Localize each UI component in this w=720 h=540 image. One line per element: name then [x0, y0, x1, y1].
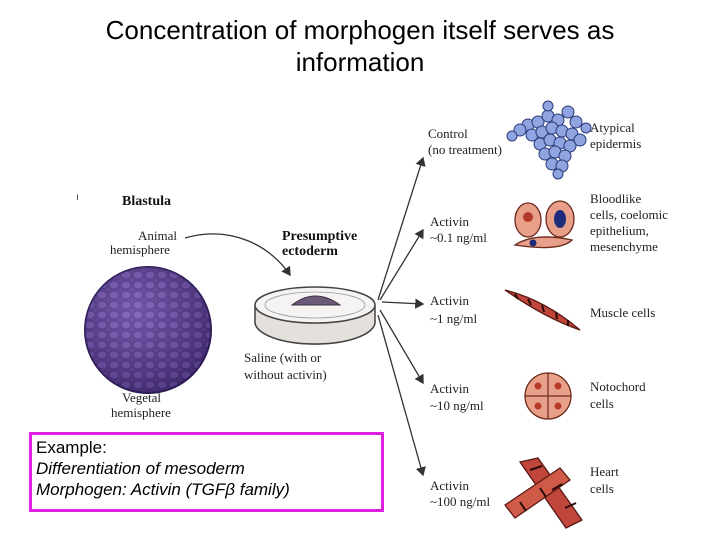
blastula-label: Blastula	[122, 194, 171, 209]
fan-arrows	[377, 156, 426, 477]
example-line-3-prefix: Morphogen: Activin (TGF	[36, 480, 226, 499]
title-line-1: Concentration of morphogen itself serves…	[105, 15, 615, 45]
blastula-sphere	[84, 266, 212, 394]
treatment-3-label-1: Activin	[430, 381, 469, 396]
animal-label-1: Animal	[138, 228, 177, 243]
outcome-1-line-4: mesenchyme	[590, 239, 658, 254]
heart-cells-illustration	[504, 457, 583, 529]
outcome-3-line-1: Notochord	[590, 379, 646, 394]
treatment-0-label-1: Control	[428, 126, 468, 141]
example-line-3-suffix: family)	[235, 480, 290, 499]
treatment-2-label-2: ~1 ng/ml	[430, 311, 478, 326]
outcome-0-line-1: Atypical	[590, 120, 635, 135]
treatment-1-label-2: ~0.1 ng/ml	[430, 230, 487, 245]
notochord-cells-illustration	[524, 372, 572, 420]
presumptive-label-2: ectoderm	[282, 244, 338, 259]
animal-label-2: hemisphere	[110, 242, 170, 257]
petri-dish	[254, 286, 376, 345]
beta-symbol: β	[225, 480, 235, 499]
outcome-4-line-2: cells	[590, 481, 614, 496]
vegetal-label-2: hemisphere	[111, 405, 171, 420]
bloodlike-cells-illustration	[513, 200, 575, 249]
example-line-2: Differentiation of mesoderm	[36, 459, 245, 478]
saline-label-2: without activin)	[244, 367, 327, 382]
slide-title: Concentration of morphogen itself serves…	[0, 14, 720, 78]
outcome-1-line-1: Bloodlike	[590, 191, 642, 206]
tick-mark: ı	[76, 192, 79, 203]
example-box: Example: Differentiation of mesoderm Mor…	[29, 432, 384, 512]
cap-arrow	[184, 233, 291, 277]
treatment-4-label-2: ~100 ng/ml	[430, 494, 491, 509]
treatment-3-label-2: ~10 ng/ml	[430, 398, 484, 413]
outcome-1-line-3: epithelium,	[590, 223, 649, 238]
treatment-0-label-2: (no treatment)	[428, 142, 502, 157]
presumptive-label-1: Presumptive	[282, 229, 357, 244]
title-line-2: information	[295, 47, 425, 77]
example-line-1: Example:	[36, 438, 107, 457]
treatment-4-label-1: Activin	[430, 478, 469, 493]
outcome-1-line-2: cells, coelomic	[590, 207, 668, 222]
outcome-4-line-1: Heart	[590, 464, 619, 479]
epidermis-cluster-illustration	[506, 100, 592, 180]
outcome-2-line-1: Muscle cells	[590, 305, 655, 320]
outcome-3-line-2: cells	[590, 396, 614, 411]
example-line-3: Morphogen: Activin (TGFβ family)	[36, 479, 377, 500]
saline-label-1: Saline (with or	[244, 350, 322, 365]
treatment-1-label-1: Activin	[430, 214, 469, 229]
treatment-2-label-1: Activin	[430, 293, 469, 308]
outcome-0-line-2: epidermis	[590, 136, 641, 151]
muscle-cell-illustration	[504, 289, 581, 331]
